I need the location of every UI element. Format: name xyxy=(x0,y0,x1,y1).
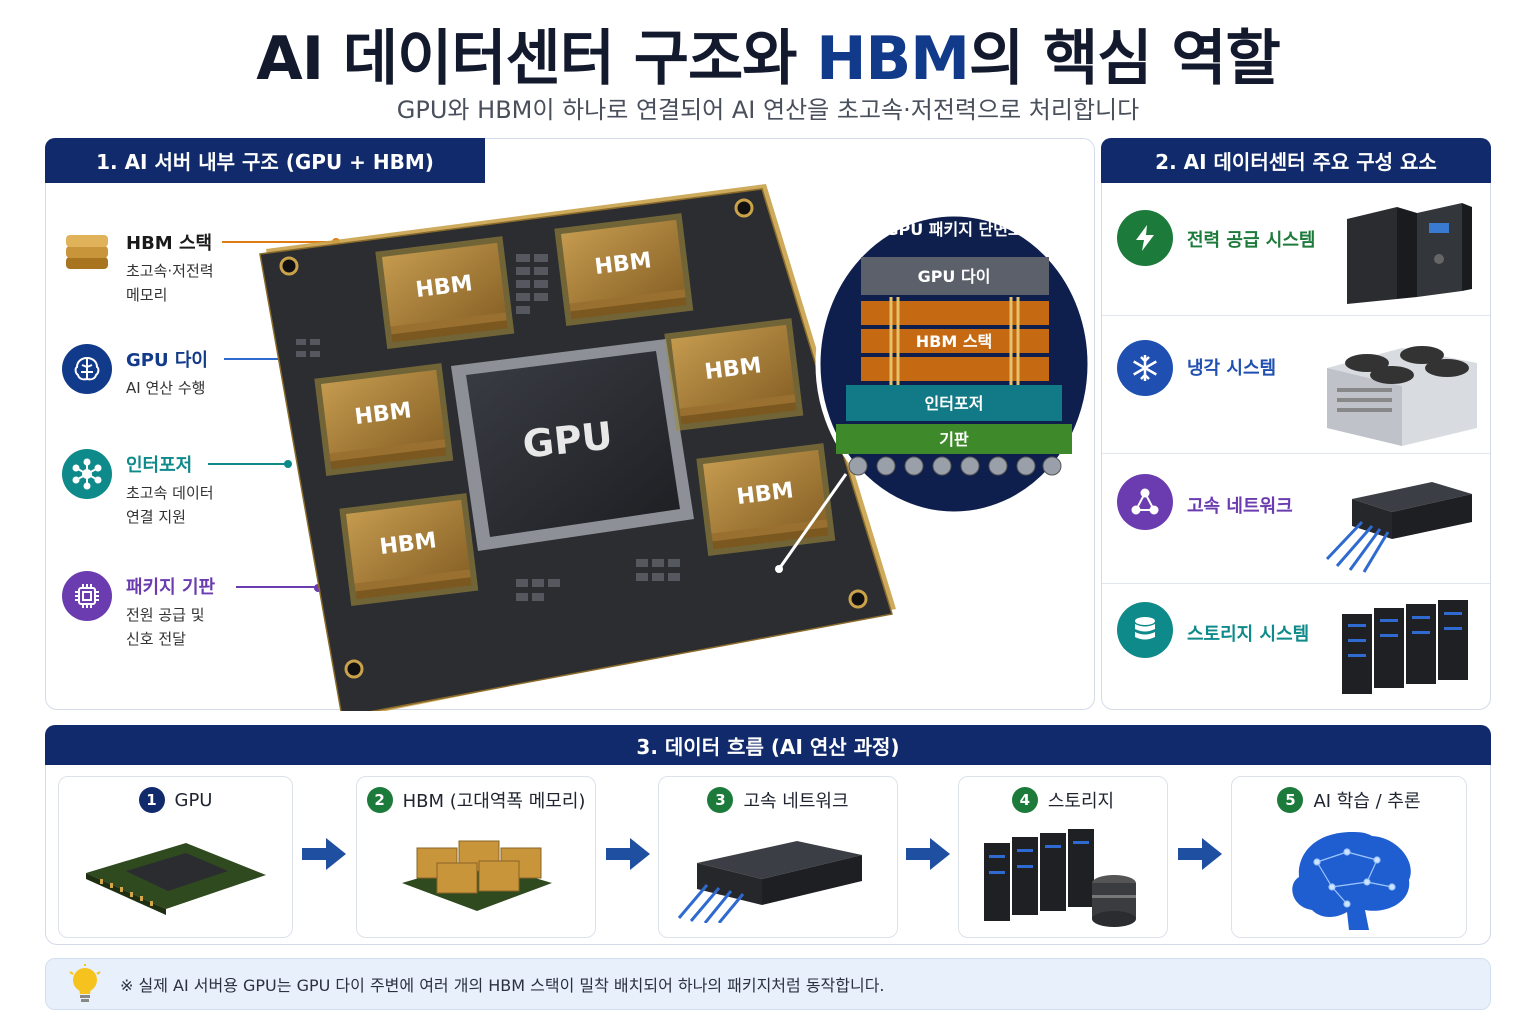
legend-title: GPU 다이 xyxy=(126,350,208,371)
layer-label: HBM 스택 xyxy=(916,332,993,351)
storage-servers-image xyxy=(984,829,1136,927)
legend-interposer: 인터포저 초고속 데이터 연결 지원 xyxy=(62,449,214,529)
arrow-right-icon xyxy=(606,838,650,870)
section2-title: 2. AI 데이터센터 주요 구성 요소 xyxy=(1101,138,1491,183)
arrow-right-icon xyxy=(302,838,346,870)
step-label: GPU xyxy=(174,789,213,811)
legend-hbm-stack: HBM 스택 초고속·저전력 메모리 xyxy=(62,227,214,307)
cooling-unit-image xyxy=(1327,346,1477,446)
storage-rack-image xyxy=(1342,600,1468,694)
title-highlight: HBM xyxy=(816,24,970,94)
legend-title: 인터포저 xyxy=(126,455,193,476)
data-flow-panel: 3. 데이터 흐름 (AI 연산 과정) 1 GPU 2 HBM (고대역폭 메모리… xyxy=(45,725,1491,945)
step-label: 고속 네트워크 xyxy=(743,791,849,812)
hbm-stack: HBM xyxy=(664,318,804,432)
memory-stack-icon xyxy=(62,227,112,277)
layer-label: 기판 xyxy=(939,430,969,449)
step-number: 3 xyxy=(707,787,734,813)
gpu-die xyxy=(466,351,680,537)
gpu-die-label: GPU xyxy=(521,413,615,466)
datacenter-components-panel: 2. AI 데이터센터 주요 구성 요소 전력 공급 시스템 냉각 시스템 xyxy=(1101,138,1491,710)
flow-step-ai: 5 AI 학습 / 추론 xyxy=(1231,776,1467,938)
title-part-a: AI 데이터센터 구조와 xyxy=(256,24,817,94)
legend-desc: 신호 전달 xyxy=(126,630,186,648)
cross-section-title: GPU 패키지 단면도 xyxy=(885,220,1023,239)
arrow-right-icon xyxy=(906,838,950,870)
layer-label: GPU 다이 xyxy=(918,267,991,286)
legend-package-substrate: 패키지 기판 전원 공급 및 신호 전달 xyxy=(62,571,215,651)
arrow-right-icon xyxy=(1178,838,1222,870)
layer-interposer xyxy=(846,385,1062,421)
hbm-stack: HBM xyxy=(314,363,454,477)
section3-title: 3. 데이터 흐름 (AI 연산 과정) xyxy=(45,725,1491,765)
lightbulb-icon xyxy=(69,964,101,1002)
component-network: 고속 네트워크 xyxy=(1102,454,1490,584)
step-label: AI 학습 / 추론 xyxy=(1313,791,1421,812)
step-number: 4 xyxy=(1011,787,1038,813)
network-icon xyxy=(1117,474,1173,530)
hbm-stack: HBM xyxy=(339,493,479,607)
page-title: AI 데이터센터 구조와 HBM의 핵심 역할 xyxy=(0,10,1536,97)
legend-gpu-die: GPU 다이 AI 연산 수행 xyxy=(62,344,208,400)
network-switch-image xyxy=(1325,482,1472,573)
chip-icon xyxy=(62,571,112,621)
step-number: 1 xyxy=(138,787,165,813)
legend-desc: 전원 공급 및 xyxy=(126,606,205,624)
lightning-icon xyxy=(1117,210,1173,266)
legend-desc: 메모리 xyxy=(126,286,168,304)
component-label: 스토리지 시스템 xyxy=(1187,624,1310,645)
title-part-b: 의 핵심 역할 xyxy=(968,24,1281,94)
hbm-modules-image xyxy=(402,840,552,911)
component-label: 냉각 시스템 xyxy=(1187,358,1277,379)
layer-gpu-die xyxy=(861,257,1049,295)
neural-brain-icon xyxy=(1292,832,1411,930)
flow-step-gpu: 1 GPU xyxy=(58,776,293,938)
component-label: 전력 공급 시스템 xyxy=(1187,230,1316,251)
page-subtitle: GPU와 HBM이 하나로 연결되어 AI 연산을 초고속·저전력으로 처리합니… xyxy=(396,96,1140,124)
hbm-stack: HBM xyxy=(696,443,836,557)
power-rack-image xyxy=(1347,203,1472,304)
server-structure-panel: 1. AI 서버 내부 구조 (GPU + HBM) HBM 스택 초고속·저전… xyxy=(45,138,1095,711)
section1-title: 1. AI 서버 내부 구조 (GPU + HBM) xyxy=(45,138,485,183)
flow-step-storage: 4 스토리지 xyxy=(958,776,1168,938)
step-number: 5 xyxy=(1277,787,1304,813)
flow-step-hbm: 2 HBM (고대역폭 메모리) xyxy=(356,776,596,938)
step-label: HBM (고대역폭 메모리) xyxy=(402,791,586,812)
step-number: 2 xyxy=(366,787,393,813)
network-switch-image xyxy=(677,841,862,923)
footnote-banner: ※ 실제 AI 서버용 GPU는 GPU 다이 주변에 여러 개의 HBM 스택… xyxy=(45,958,1491,1010)
hbm-stack: HBM xyxy=(554,213,694,327)
layer-substrate xyxy=(836,424,1072,454)
network-hub-icon xyxy=(62,449,112,499)
component-storage: 스토리지 시스템 xyxy=(1102,584,1490,710)
component-label: 고속 네트워크 xyxy=(1187,496,1293,517)
database-icon xyxy=(1117,602,1173,658)
component-power: 전력 공급 시스템 xyxy=(1102,184,1490,316)
gpu-chip-image xyxy=(86,843,266,915)
legend-desc: AI 연산 수행 xyxy=(126,379,206,397)
legend-title: HBM 스택 xyxy=(126,233,213,254)
legend-desc: 초고속 데이터 xyxy=(126,484,214,502)
gpu-package-illustration: GPU HBM HBM HBM HBM xyxy=(208,184,1093,711)
flow-step-network: 3 고속 네트워크 xyxy=(658,776,898,938)
hbm-stack: HBM xyxy=(375,236,515,350)
legend-desc: 초고속·저전력 xyxy=(126,262,214,280)
layer-label: 인터포저 xyxy=(925,394,984,413)
step-label: 스토리지 xyxy=(1047,791,1115,812)
legend-title: 패키지 기판 xyxy=(126,577,216,598)
legend-desc: 연결 지원 xyxy=(126,508,186,526)
footnote-text: ※ 실제 AI 서버용 GPU는 GPU 다이 주변에 여러 개의 HBM 스택… xyxy=(120,976,885,995)
brain-icon xyxy=(62,344,112,394)
component-cooling: 냉각 시스템 xyxy=(1102,316,1490,454)
snowflake-icon xyxy=(1117,340,1173,396)
